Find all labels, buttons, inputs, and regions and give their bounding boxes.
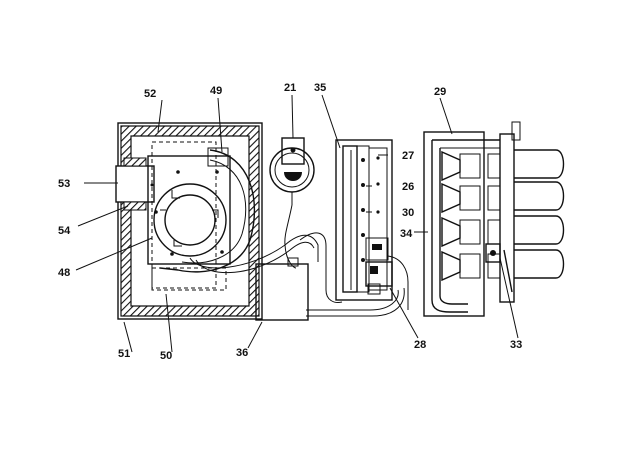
screw (170, 252, 174, 256)
manifold-pipe-inner (439, 148, 468, 305)
screw (176, 170, 180, 174)
inner-box (130, 135, 250, 307)
manifold-plate (499, 133, 515, 303)
wheel-tab-bottom (173, 240, 182, 247)
tube-c (299, 232, 343, 303)
sensor-rod (503, 249, 513, 293)
fastener (361, 158, 365, 162)
burner-row-2 (441, 181, 565, 214)
blower-housing-assembly (115, 122, 263, 320)
flame-sensor-tip (490, 250, 496, 256)
callout-30: 30 (402, 207, 414, 219)
callout-27: 27 (402, 150, 414, 162)
tube-b-inner (195, 241, 315, 274)
callout-50: 50 (160, 350, 172, 362)
control-box (255, 257, 309, 321)
callout-54: 54 (58, 225, 71, 237)
screw (150, 183, 154, 187)
dashed-bottom-plate (151, 267, 227, 291)
manifold-pipe-outer (431, 140, 468, 313)
fastener (376, 182, 380, 186)
flame-sensor (485, 243, 501, 263)
heat-exchanger-assembly (335, 139, 393, 301)
callout-36: 36 (236, 347, 248, 359)
tube-a (284, 204, 297, 269)
callout-33: 33 (510, 339, 522, 351)
outer-panel (117, 122, 263, 320)
callout-34: 34 (400, 228, 413, 240)
valve-fitting (367, 283, 381, 295)
tube-b (189, 234, 319, 269)
pressure-switch-icon (269, 137, 315, 205)
control-box-body (255, 263, 309, 321)
callout-29: 29 (434, 86, 446, 98)
switch-body (284, 172, 302, 181)
igniter-bracket (365, 237, 389, 261)
exchanger-column-mid (356, 145, 370, 293)
fastener (361, 208, 365, 212)
callout-26: 26 (402, 181, 414, 193)
switch-ring (269, 147, 315, 193)
tube-e (306, 287, 405, 317)
callout-35: 35 (314, 82, 326, 94)
blower-wheel-icon (153, 183, 227, 257)
screw (215, 170, 219, 174)
bracket-hole (290, 147, 296, 153)
exchanger-outer (335, 139, 393, 301)
burner-row-4 (441, 249, 565, 282)
callout-52: 52 (144, 88, 156, 100)
burner-frame (423, 131, 485, 317)
exchanger-column-right (368, 147, 388, 291)
screw (220, 250, 224, 254)
insulation-frame (120, 125, 260, 317)
wheel-tab-top (171, 190, 180, 199)
fastener (361, 258, 365, 262)
screw (154, 210, 158, 214)
burner-row-1 (441, 149, 565, 182)
plate-frame (147, 155, 231, 265)
callout-53: 53 (58, 178, 70, 190)
switch-ring-inner (274, 152, 310, 188)
callout-48: 48 (58, 267, 70, 279)
blower-scroll-inner (181, 159, 247, 264)
gas-valve-block (365, 261, 393, 287)
fastener (361, 183, 365, 187)
manifold-tab (511, 121, 521, 141)
fastener (376, 156, 380, 160)
blower-wheel-hub (164, 194, 216, 246)
control-box-cap (287, 257, 299, 267)
igniter-block (372, 244, 382, 250)
scroll-outlet (207, 147, 229, 167)
wheel-tab-right (212, 209, 219, 218)
fastener (376, 210, 380, 214)
exchanger-column-left (342, 145, 358, 293)
dashed-mount-plate (151, 141, 217, 289)
valve-port (370, 266, 378, 274)
inlet-tube-hatch-top (123, 157, 147, 167)
callout-28: 28 (414, 339, 426, 351)
leader-lines (75, 94, 519, 353)
inlet-tube-hatch-bottom (123, 201, 147, 211)
callout-49: 49 (210, 85, 222, 97)
callout-51: 51 (118, 348, 130, 360)
burner-row-3 (441, 215, 565, 248)
fastener (361, 233, 365, 237)
tube-d (306, 289, 399, 311)
callout-labels: 52 49 21 35 29 27 26 30 34 53 54 48 51 5… (58, 82, 522, 362)
blower-scroll (159, 149, 256, 273)
callout-21: 21 (284, 82, 296, 94)
burner-assembly (423, 121, 565, 317)
